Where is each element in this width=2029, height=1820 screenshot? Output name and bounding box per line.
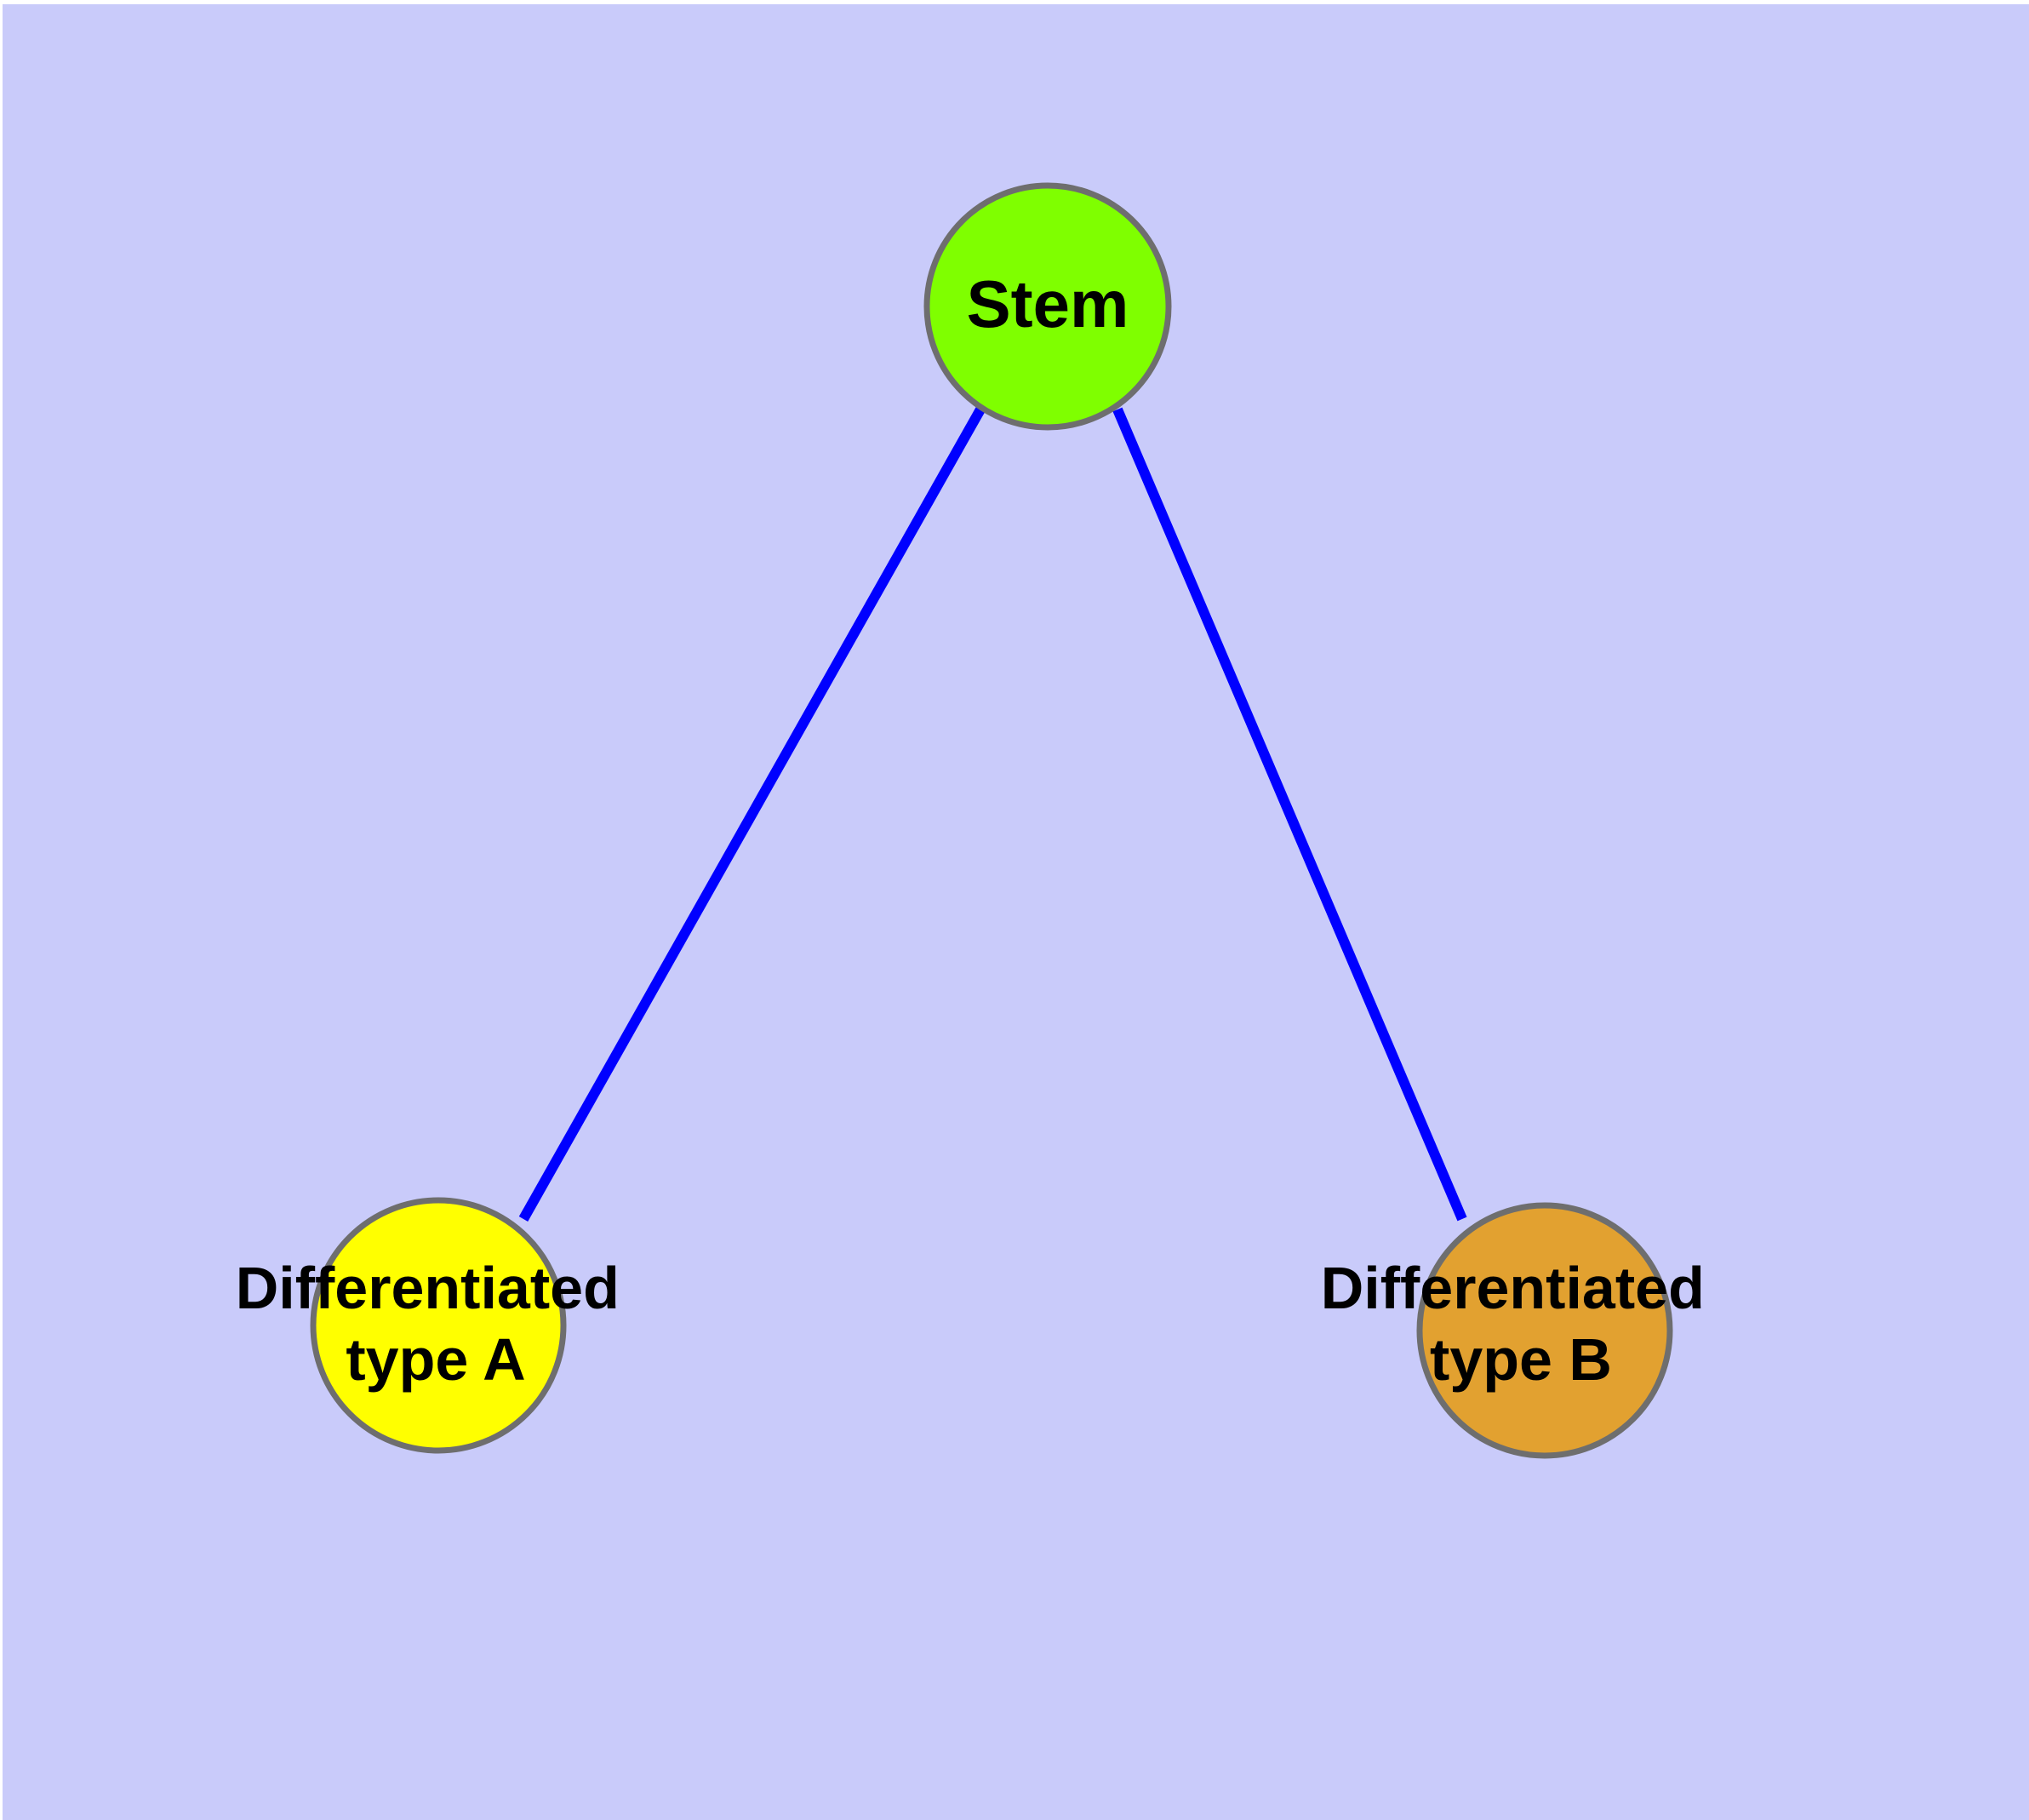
node-circle-diff-b[interactable] <box>1416 1202 1673 1459</box>
node-label-stem-line-1: Stem <box>967 266 1129 341</box>
nodes-group <box>310 182 1673 1459</box>
labels-group: Stem Differentiated type A Differentiate… <box>236 266 1722 1394</box>
node-label-diff-a: Differentiated type A <box>236 1255 637 1393</box>
diagram-plot-area: Stem Differentiated type A Differentiate… <box>3 4 2029 1820</box>
graph-svg: Stem Differentiated type A Differentiate… <box>236 182 1722 1459</box>
node-label-diff-a-line-1: Differentiated <box>236 1255 620 1321</box>
node-label-diff-b: Differentiated type B <box>1321 1255 1722 1393</box>
node-circle-stem[interactable] <box>923 182 1172 431</box>
edges-group <box>518 407 1467 1222</box>
node-label-diff-b-line-2: type B <box>1430 1326 1612 1393</box>
edge-stem-to-diff-a[interactable] <box>518 407 986 1222</box>
node-label-stem: Stem <box>967 266 1129 341</box>
node-circle-diff-a[interactable] <box>310 1197 567 1454</box>
edge-stem-to-diff-b[interactable] <box>1112 407 1467 1222</box>
node-label-diff-b-line-1: Differentiated <box>1321 1255 1705 1321</box>
node-label-diff-a-line-2: type A <box>346 1326 525 1393</box>
